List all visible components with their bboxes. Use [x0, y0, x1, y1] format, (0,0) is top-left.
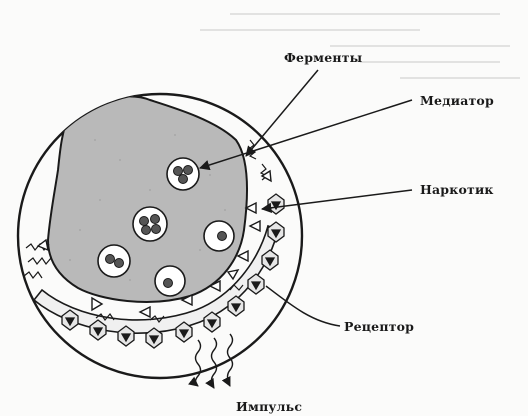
presynaptic-terminal: [48, 96, 247, 302]
vesicle-2: [133, 207, 167, 241]
vesicle-1: [167, 158, 199, 190]
label-drug: Наркотик: [420, 182, 494, 197]
enzymes-pointer: [246, 70, 318, 156]
bleed-through-lines: [200, 14, 520, 78]
vesicle-5: [155, 266, 185, 296]
vesicle-3: [98, 245, 130, 277]
label-receptor: Рецептор: [344, 319, 414, 334]
label-enzymes: Ферменты: [284, 50, 362, 65]
vesicle-4: [204, 221, 234, 251]
label-mediator: Медиатор: [420, 93, 494, 108]
label-impulse: Импульс: [236, 399, 302, 414]
